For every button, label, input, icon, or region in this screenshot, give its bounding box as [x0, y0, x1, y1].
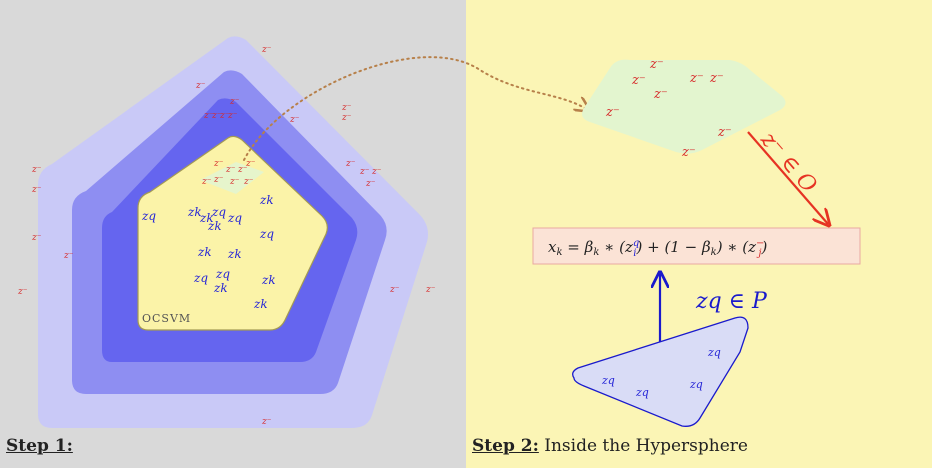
- outlier-label: z⁻: [227, 111, 238, 121]
- pseudo-label-q: zq: [601, 374, 615, 387]
- outlier-label: z⁻: [649, 57, 664, 72]
- formula-zm-sup: −: [756, 238, 764, 249]
- outlier-arrow: [747, 131, 828, 224]
- formula-beta-sub: k: [593, 247, 599, 258]
- outlier-label: z⁻: [261, 45, 272, 55]
- outlier-label: z⁻: [359, 167, 370, 177]
- step2-caption-text: Inside the Hypersphere: [538, 436, 748, 456]
- outlier-label: z⁻: [289, 115, 300, 125]
- step1-caption-bold: Step 1:: [6, 436, 73, 456]
- outlier-label: z⁻: [225, 165, 236, 175]
- pseudo-label-k: zk: [253, 297, 268, 311]
- step2-caption: Step 2: Inside the Hypersphere: [472, 436, 748, 456]
- outlier-label: z⁻: [371, 167, 382, 177]
- outlier-label: z⁻: [237, 165, 248, 175]
- outlier-label: z⁻: [605, 105, 620, 120]
- outlier-label: z⁻: [201, 177, 212, 187]
- pseudo-sample-region: [572, 316, 749, 427]
- pseudo-label-q: zq: [689, 378, 703, 391]
- pseudo-label-q: zq: [141, 209, 156, 223]
- ocsvm-region: [137, 135, 328, 331]
- pseudo-label-k: zk: [259, 193, 274, 207]
- transfer-dotted-arrow: [243, 56, 588, 161]
- outlier-label: z⁻: [389, 285, 400, 295]
- outlier-label: z⁻: [211, 111, 222, 121]
- formula-end: ): [761, 238, 768, 256]
- outlier-label: z⁻: [365, 179, 376, 189]
- outlier-label: z⁻: [31, 185, 42, 195]
- outlier-label: z⁻: [689, 71, 704, 86]
- outlier-label: z⁻: [229, 97, 240, 107]
- outlier-label: z⁻: [31, 165, 42, 175]
- outlier-label: z⁻: [219, 111, 230, 121]
- outlier-label: z⁻: [203, 111, 214, 121]
- pseudo-label-k: zk: [199, 211, 214, 225]
- ocsvm-label: OCSVM: [142, 312, 191, 325]
- pseudo-label-q: zq: [211, 205, 226, 219]
- formula-eq: = β: [563, 238, 594, 256]
- formula-mid: ) + (1 − β: [635, 238, 710, 256]
- left-green-highlight: [200, 162, 264, 194]
- outlier-label: z⁻: [345, 159, 356, 169]
- pseudo-label-k: zk: [207, 219, 222, 233]
- pseudo-arrow-label: zq ∈ P: [695, 289, 768, 314]
- left-pseudo-samples: zq zk zk zq zk zq zk zq zk zk zq zq zk z…: [141, 193, 276, 311]
- outlier-label: z⁻: [17, 287, 28, 297]
- formula-zq-sub: i: [633, 248, 636, 259]
- right-green-region: [582, 59, 786, 154]
- mixup-formula-box: [532, 227, 861, 265]
- outlier-label: z⁻: [653, 87, 668, 102]
- outlier-label: z⁻: [243, 177, 254, 187]
- outlier-label: z⁻: [425, 285, 436, 295]
- outlier-label: z⁻: [213, 159, 224, 169]
- formula-zm-sub: j: [756, 248, 761, 259]
- formula-times1: ∗ (z: [599, 238, 633, 256]
- outlier-label: z⁻: [717, 125, 732, 140]
- outlier-label: z⁻: [341, 103, 352, 113]
- formula-times2: ) ∗ (z: [716, 238, 756, 256]
- pseudo-label-q: zq: [635, 386, 649, 399]
- pseudo-label-q: zq: [215, 267, 230, 281]
- outlier-label: z⁻: [681, 145, 696, 160]
- outlier-label: z⁻: [245, 159, 256, 169]
- pseudo-label-k: zk: [197, 245, 212, 259]
- formula-zq-sup: q: [633, 238, 639, 249]
- pseudo-label-q: zq: [193, 271, 208, 285]
- outlier-label: z⁻: [63, 251, 74, 261]
- pseudo-label-q: zq: [707, 346, 721, 359]
- outlier-label: z⁻: [31, 233, 42, 243]
- left-outliers: z⁻ z⁻ z⁻ z⁻ z⁻ z⁻ z⁻ z⁻ z⁻ z⁻ z⁻ z⁻ z⁻ z…: [17, 45, 436, 427]
- outlier-label: z⁻: [341, 113, 352, 123]
- outlier-label: z⁻: [709, 71, 724, 86]
- outlier-label: z⁻: [195, 81, 206, 91]
- pseudo-label-q: zq: [227, 211, 242, 225]
- step1-caption: Step 1:: [6, 436, 73, 456]
- outlier-label: z⁻: [261, 417, 272, 427]
- outlier-label: z⁻: [229, 177, 240, 187]
- right-outliers: z⁻ z⁻ z⁻ z⁻ z⁻ z⁻ z⁻ z⁻: [605, 57, 732, 160]
- outlier-label: z⁻: [213, 175, 224, 185]
- outlier-label: z⁻: [631, 73, 646, 88]
- formula-beta2-sub: k: [711, 247, 717, 258]
- right-pseudo-samples: zq zq zq zq: [601, 346, 721, 399]
- pseudo-label-k: zk: [187, 205, 202, 219]
- step2-caption-bold: Step 2:: [472, 436, 539, 456]
- pseudo-label-k: zk: [227, 247, 242, 261]
- pseudo-label-q: zq: [259, 227, 274, 241]
- formula-x-sub: k: [556, 247, 562, 258]
- pseudo-label-k: zk: [213, 281, 228, 295]
- formula-x: x: [548, 238, 557, 256]
- pseudo-label-k: zk: [261, 273, 276, 287]
